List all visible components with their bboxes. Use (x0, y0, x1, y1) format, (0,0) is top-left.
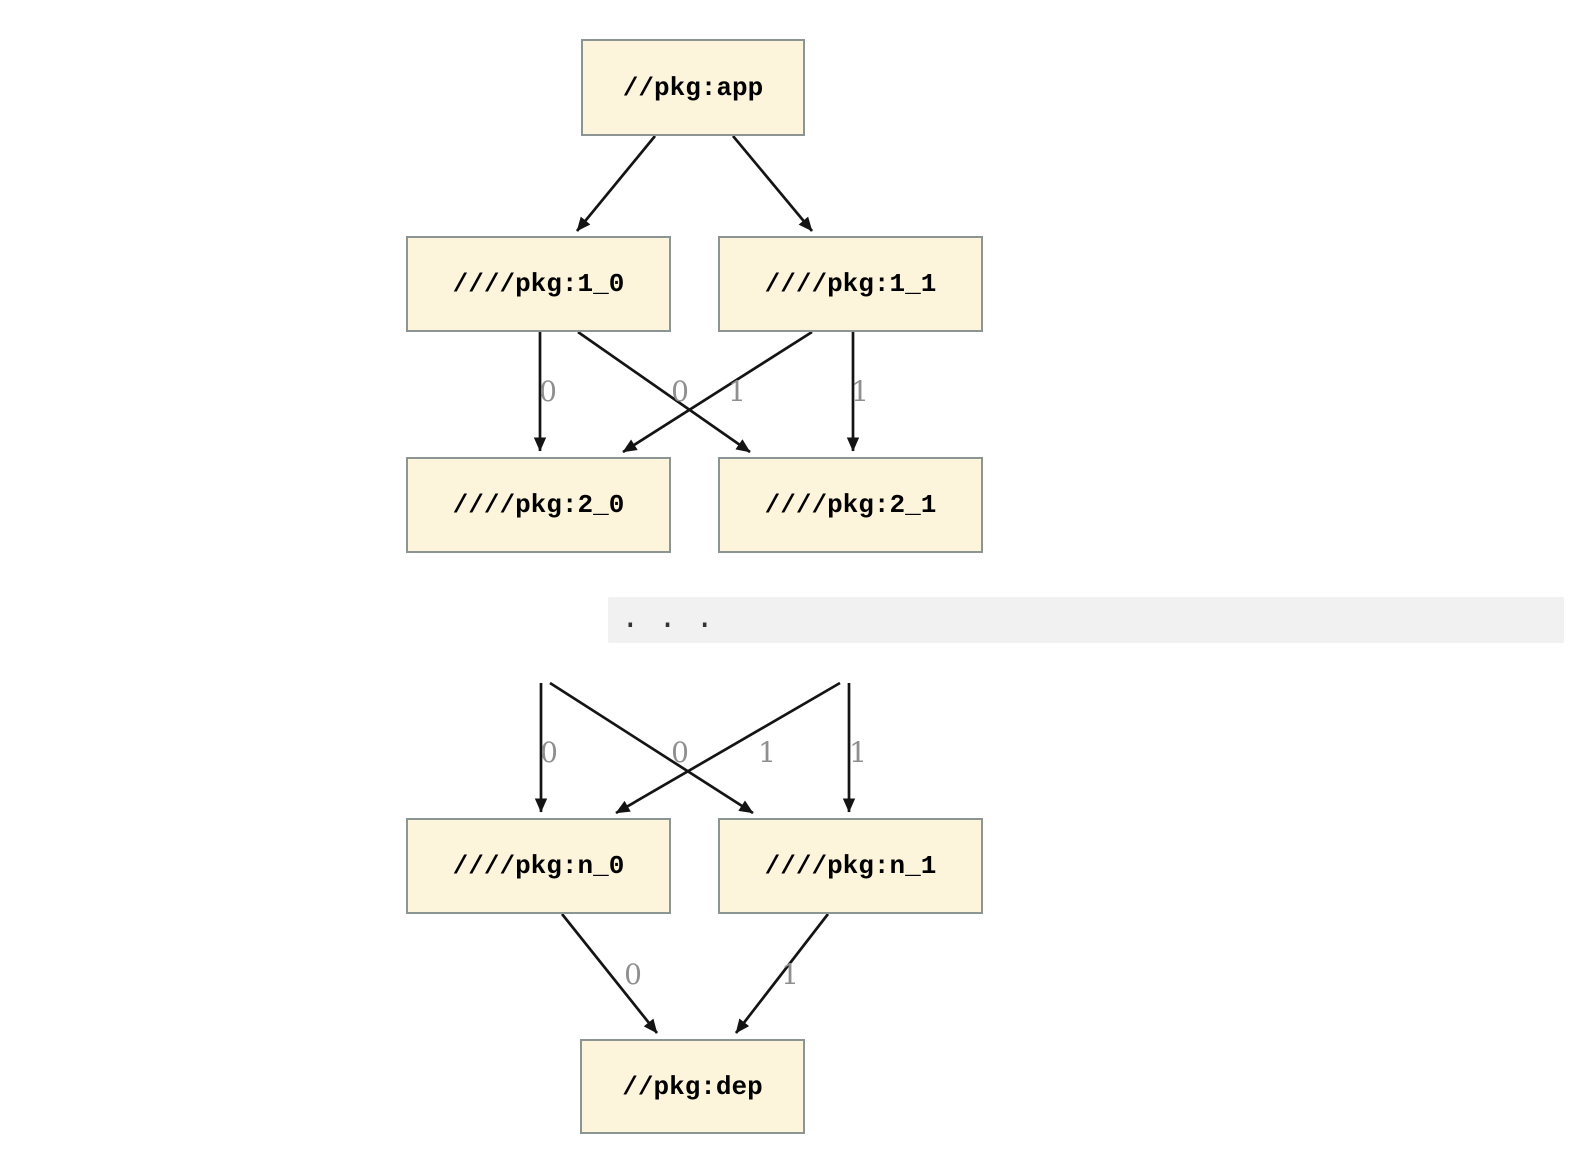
node-pkg-n_1: ////pkg:n_1 (718, 818, 983, 914)
ellipsis-separator-block: . . . (608, 597, 1564, 643)
node-pkg-dep: //pkg:dep (580, 1039, 805, 1134)
node-pkg-1_1: ////pkg:1_1 (718, 236, 983, 332)
edge-1_0-to-2_1 (577, 330, 751, 454)
edge-label-into-n_0-cross: 0 (671, 736, 689, 769)
node-pkg-app: //pkg:app (581, 39, 805, 136)
edge-label-into-n_1-direct: 1 (849, 736, 867, 769)
edge-label-1_1-to-2_1: 1 (851, 375, 869, 408)
edge-app-to-1_1 (731, 135, 814, 232)
edge-label-into-n_0-direct: 0 (540, 736, 558, 769)
node-pkg-1_0: ////pkg:1_0 (406, 236, 671, 332)
edge-label-n_0-to-dep: 0 (624, 958, 642, 991)
edge-label-1_0-to-2_0: 0 (539, 375, 557, 408)
node-pkg-n_0: ////pkg:n_0 (406, 818, 671, 914)
edge-label-n_1-to-dep: 1 (781, 958, 799, 991)
edge-into-n_1-cross (549, 681, 754, 815)
ellipsis-text: . . . (621, 602, 715, 637)
node-pkg-2_0: ////pkg:2_0 (406, 457, 671, 553)
edge-label-into-n_1-cross: 1 (758, 736, 776, 769)
edge-1_1-to-2_0 (622, 330, 813, 454)
edge-label-1_0-to-2_1: 1 (728, 375, 746, 408)
node-pkg-2_1: ////pkg:2_1 (718, 457, 983, 553)
edge-n_0-to-dep (560, 913, 659, 1034)
edge-app-to-1_0 (575, 135, 657, 232)
edge-into-n_0-cross (615, 681, 841, 815)
edge-label-1_1-to-2_0: 0 (671, 375, 689, 408)
